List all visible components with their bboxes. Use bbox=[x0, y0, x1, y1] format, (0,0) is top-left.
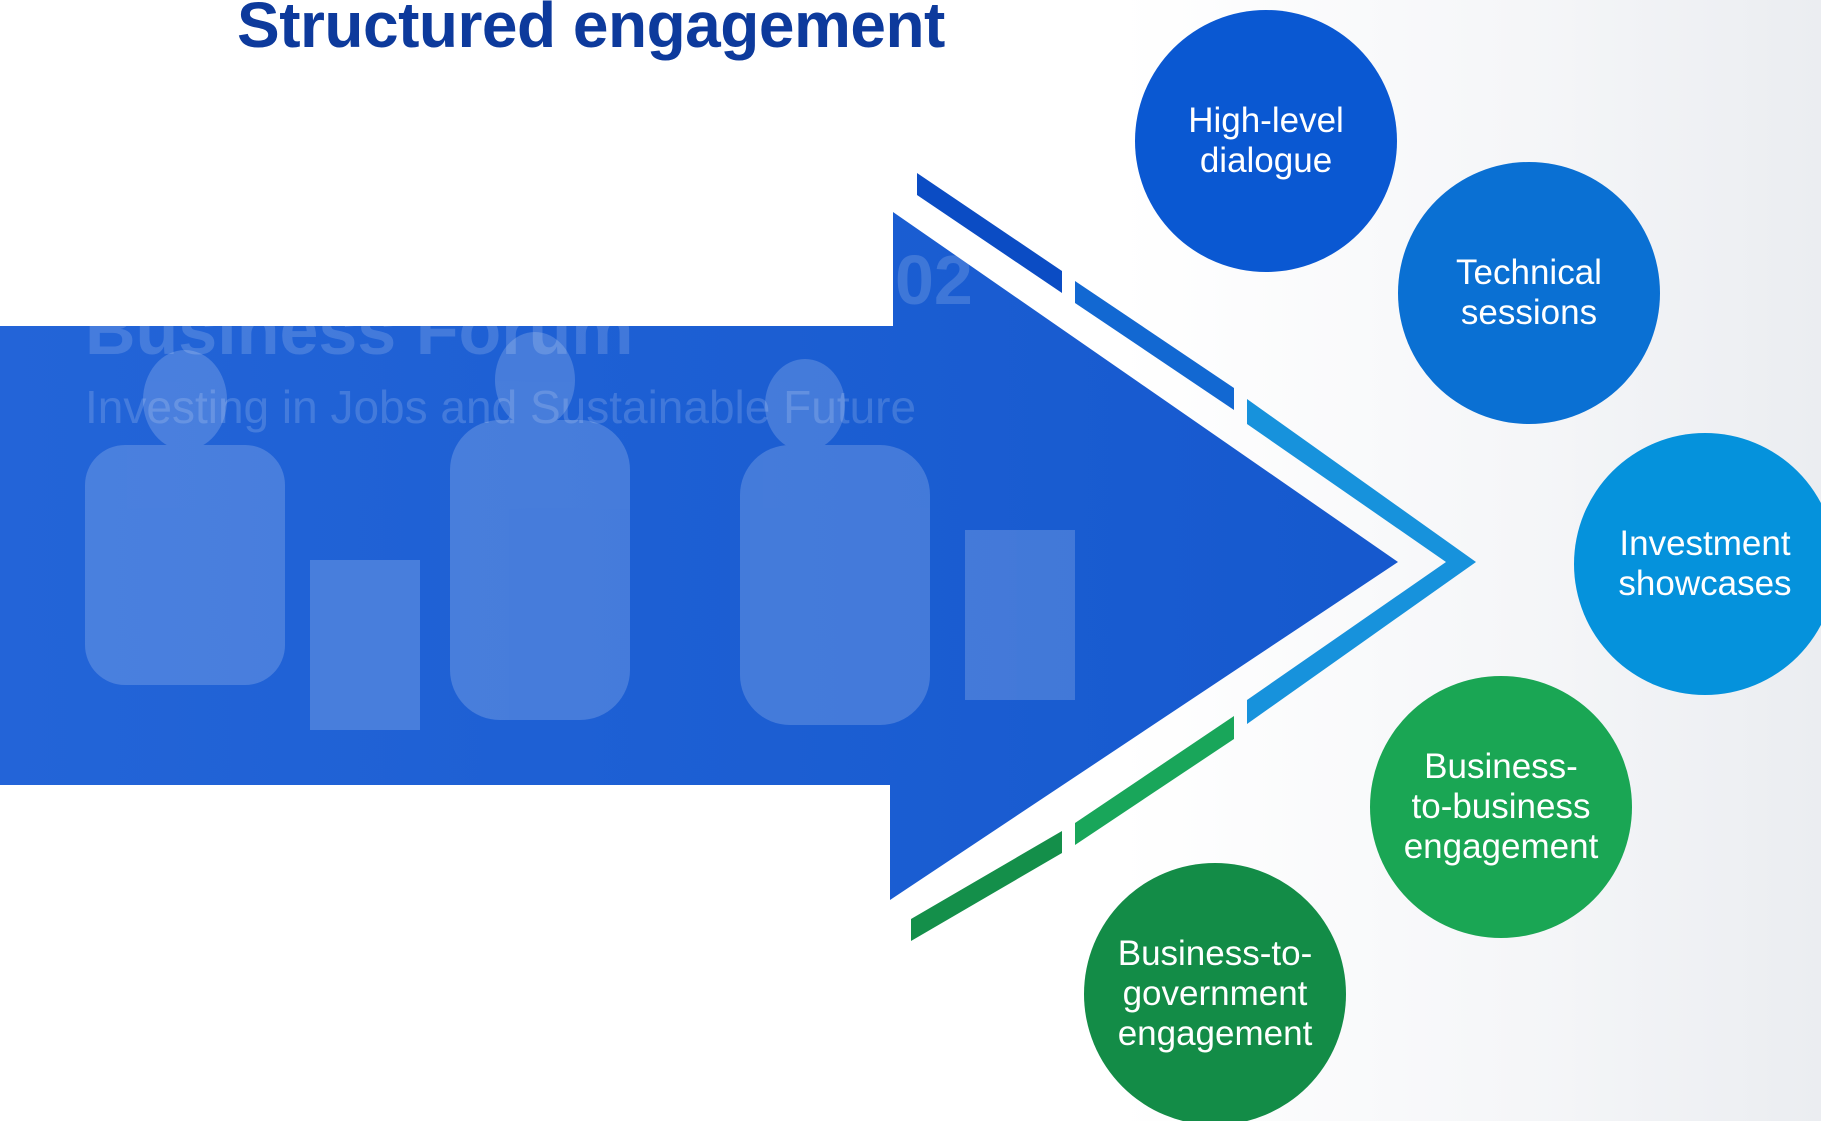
circle-business-to-government bbox=[1084, 863, 1346, 1121]
chevron-segment-5 bbox=[911, 831, 1062, 941]
page-title: Structured engagement bbox=[237, 0, 945, 61]
chevron-segment-1 bbox=[917, 173, 1062, 293]
circle-investment-showcases bbox=[1574, 433, 1821, 695]
arrow-shape bbox=[0, 212, 1398, 900]
background-forum-title: Business Forum bbox=[85, 291, 634, 369]
background-forum-subtitle: Investing in Jobs and Sustainable Future bbox=[85, 381, 917, 433]
chevron-segments bbox=[911, 173, 1476, 941]
circle-business-to-business bbox=[1370, 676, 1632, 938]
circle-technical-sessions bbox=[1398, 162, 1660, 424]
chevron-segment-3 bbox=[1247, 399, 1476, 724]
chevron-segment-4 bbox=[1075, 716, 1234, 845]
background-year-fragment: 02 bbox=[895, 241, 973, 319]
chevron-segment-2 bbox=[1075, 281, 1234, 410]
photo-overlay bbox=[85, 332, 1075, 730]
engagement-circles bbox=[1084, 10, 1821, 1121]
circle-high-level-dialogue bbox=[1135, 10, 1397, 272]
